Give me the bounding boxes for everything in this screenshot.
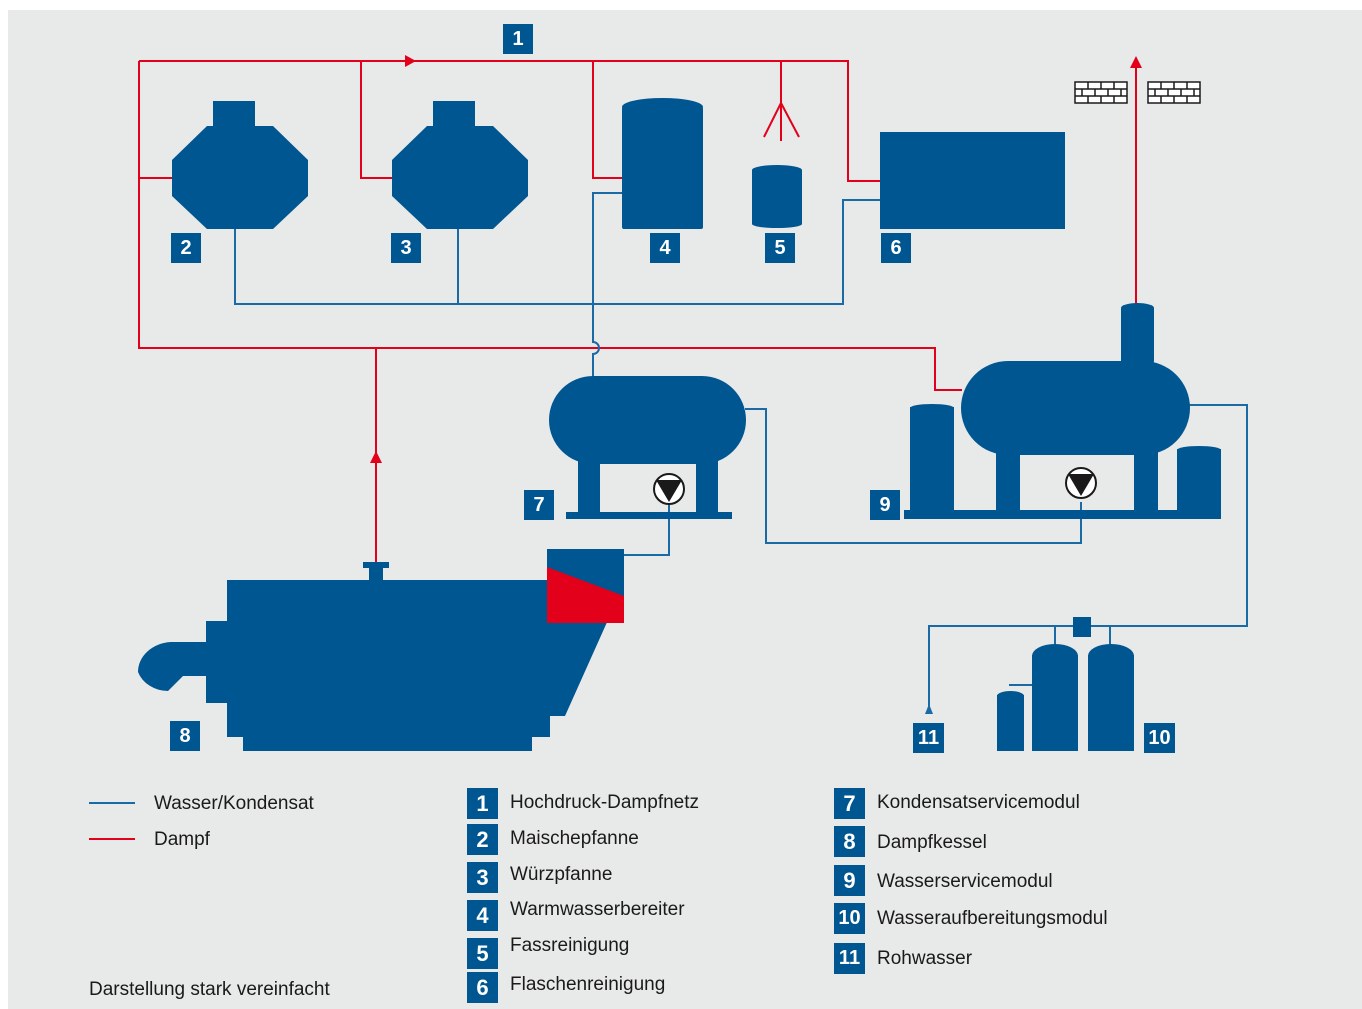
diagram-badge-7: 7 (524, 490, 554, 520)
equipment (137, 98, 1221, 751)
legend-item-8: Dampfkessel (877, 832, 987, 853)
boiler-nozzle (363, 562, 389, 568)
chimney-wall-icon (1147, 81, 1201, 104)
arrow-right-icon (405, 55, 416, 67)
diagram-badge-9: 9 (870, 490, 900, 520)
legend-item-4: Warmwasserbereiter (510, 899, 685, 920)
legend-swatch-water (89, 802, 135, 804)
legend-label-water: Wasser/Kondensat (154, 793, 314, 814)
legend-badge-4: 4 (467, 900, 498, 931)
footnote: Darstellung stark vereinfacht (89, 979, 330, 1000)
chimney-wall-icon (1074, 81, 1128, 104)
diagram-badge-8: 8 (170, 721, 200, 751)
diagram-badge-3: 3 (391, 233, 421, 263)
diagram-badge-11: 11 (913, 723, 944, 753)
legend-item-5: Fassreinigung (510, 935, 630, 956)
water-lines (234, 192, 1248, 708)
mash-tun-top (213, 101, 255, 127)
legend-badge-3: 3 (467, 862, 498, 893)
legend-item-1: Hochdruck-Dampfnetz (510, 792, 700, 813)
steam-boiler (227, 580, 610, 737)
legend-item-3: Würzpfanne (510, 864, 613, 885)
legend-badge-7: 7 (834, 788, 865, 819)
condensate-tank (549, 376, 746, 464)
softener-tank (1088, 644, 1134, 668)
steam-arrows (370, 55, 1142, 463)
diagram-badge-10: 10 (1144, 723, 1175, 753)
legend-badge-10: 10 (834, 903, 865, 934)
arrow-up-icon (925, 704, 933, 714)
legend-item-7: Kondensatservicemodul (877, 792, 1080, 813)
mash-tun (172, 126, 308, 229)
legend-item-6: Flaschenreinigung (510, 974, 666, 995)
diagram-badge-1: 1 (503, 24, 533, 54)
legend-badge-6: 6 (467, 972, 498, 1003)
feedwater-tank (961, 361, 1190, 455)
legend-swatch-steam (89, 838, 135, 840)
economiser-hot-side (547, 567, 624, 623)
legend-badge-8: 8 (834, 826, 865, 857)
bottle-washer (880, 132, 1065, 229)
legend-badge-5: 5 (467, 938, 498, 969)
legend-label-steam: Dampf (154, 829, 210, 850)
legend-badge-9: 9 (834, 865, 865, 896)
boiler-base (243, 736, 532, 751)
wort-kettle-top (433, 101, 475, 127)
legend-badge-11: 11 (834, 943, 865, 974)
softener-tank (1032, 644, 1078, 668)
burner-fan (137, 642, 206, 691)
legend-item-9: Wasserservicemodul (877, 871, 1053, 892)
legend-item-2: Maischepfanne (510, 828, 639, 849)
legend-item-11: Rohwasser (877, 948, 973, 969)
control-valve (1073, 617, 1091, 637)
keg-cleaner (752, 165, 802, 175)
brine-tank (997, 691, 1024, 701)
diagram-badge-6: 6 (881, 233, 911, 263)
pump-icon (653, 473, 685, 505)
pump-icon (1065, 467, 1097, 499)
legend-badge-1: 1 (467, 788, 498, 819)
arrow-up-icon (370, 451, 382, 463)
diagram-badge-5: 5 (765, 233, 795, 263)
hot-water-tank (622, 98, 703, 116)
feedwater-tank-dome (1121, 305, 1154, 365)
legend-badge-2: 2 (467, 824, 498, 855)
diagram-badge-2: 2 (171, 233, 201, 263)
legend-item-10: Wasseraufbereitungsmodul (877, 908, 1108, 929)
wort-kettle (392, 126, 528, 229)
diagram-badge-4: 4 (650, 233, 680, 263)
arrow-up-icon (1130, 56, 1142, 68)
